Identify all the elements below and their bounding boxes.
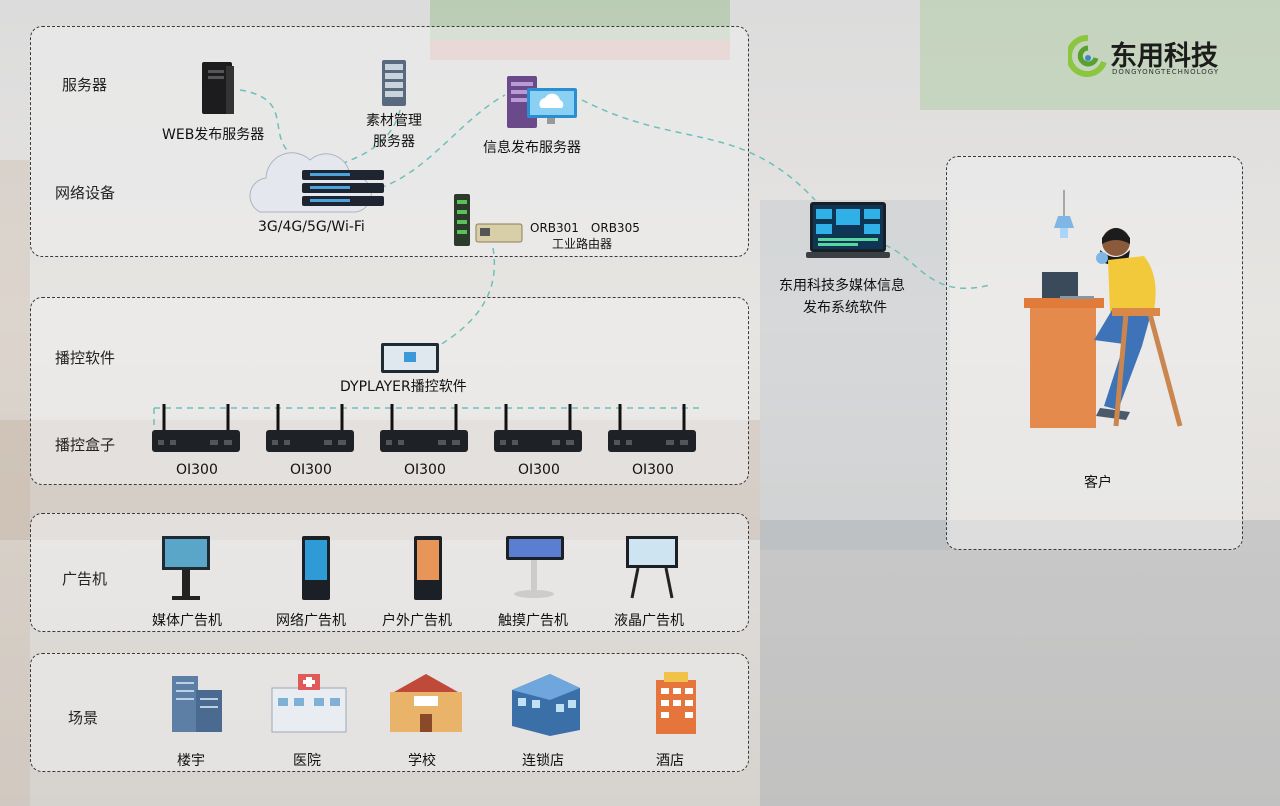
client-person-icon — [1024, 190, 1183, 428]
logo-name: 东用科技 — [1110, 41, 1218, 72]
panel-ad-machines — [30, 513, 749, 632]
scene-caption: 医院 — [293, 753, 321, 769]
label-box: 播控盒子 — [55, 436, 116, 454]
logo-subtitle: DONGYONGTECHNOLOGY — [1112, 68, 1220, 76]
software-screen-icon — [381, 343, 439, 373]
router-icon — [454, 194, 523, 246]
material-server-caption-1: 素材管理 — [366, 113, 422, 129]
player-box-caption: OI300 — [404, 462, 446, 478]
material-server-icon — [382, 60, 406, 106]
scene-building-icon — [656, 672, 696, 734]
material-server-caption-2: 服务器 — [373, 134, 415, 150]
player-box-caption: OI300 — [290, 462, 332, 478]
scene-caption: 连锁店 — [522, 753, 564, 769]
panel-server-network — [30, 26, 749, 257]
player-box-icon — [608, 404, 696, 452]
player-box-caption: OI300 — [632, 462, 674, 478]
scene-building-icon — [172, 676, 222, 732]
player-box-icon — [152, 404, 240, 452]
player-box-icon — [266, 404, 354, 452]
label-ad: 广告机 — [62, 570, 108, 588]
scene-caption: 酒店 — [656, 753, 684, 769]
panel-scenes — [30, 653, 749, 772]
web-server-icon — [202, 62, 234, 114]
player-box-icon — [380, 404, 468, 452]
logo-mark-icon — [1066, 34, 1107, 77]
router-caption: 工业路由器 — [552, 237, 613, 251]
brand-logo: 东用科技 DONGYONGTECHNOLOGY — [1066, 34, 1258, 84]
info-server-caption: 信息发布服务器 — [483, 140, 581, 156]
ad-machine-caption: 媒体广告机 — [152, 613, 222, 629]
scene-caption: 楼宇 — [177, 753, 205, 769]
label-server: 服务器 — [62, 76, 108, 94]
scene-caption: 学校 — [408, 753, 436, 769]
ad-machine-caption: 触摸广告机 — [498, 613, 568, 629]
ad-machine-icon — [626, 536, 678, 599]
ad-machine-caption: 户外广告机 — [382, 613, 452, 629]
web-server-caption: WEB发布服务器 — [162, 127, 265, 143]
label-scene: 场景 — [68, 709, 99, 727]
client-caption: 客户 — [1084, 475, 1112, 491]
ad-machine-icon — [162, 536, 210, 600]
info-server-icon — [507, 76, 577, 128]
ad-machine-caption: 网络广告机 — [276, 613, 346, 629]
player-box-caption: OI300 — [518, 462, 560, 478]
label-network: 网络设备 — [55, 184, 116, 202]
laptop-caption-1: 东用科技多媒体信息 — [779, 278, 905, 294]
player-box-caption: OI300 — [176, 462, 218, 478]
cloud-network-icon — [249, 152, 384, 213]
software-caption: DYPLAYER播控软件 — [340, 379, 467, 395]
ad-machine-icon — [414, 536, 442, 600]
panel-software-box — [30, 297, 749, 485]
laptop-dashboard-icon — [806, 202, 890, 258]
ad-machine-icon — [302, 536, 330, 600]
scene-building-icon — [390, 674, 462, 732]
laptop-caption-2: 发布系统软件 — [803, 300, 887, 316]
ad-machine-icon — [506, 536, 564, 598]
player-box-icon — [494, 404, 582, 452]
ad-machine-caption: 液晶广告机 — [614, 613, 684, 629]
scene-building-icon — [271, 674, 347, 733]
scene-building-icon — [512, 674, 580, 736]
router-models: ORB301 ORB305 — [530, 221, 640, 235]
cloud-caption: 3G/4G/5G/Wi-Fi — [258, 219, 365, 235]
label-software: 播控软件 — [55, 349, 116, 367]
